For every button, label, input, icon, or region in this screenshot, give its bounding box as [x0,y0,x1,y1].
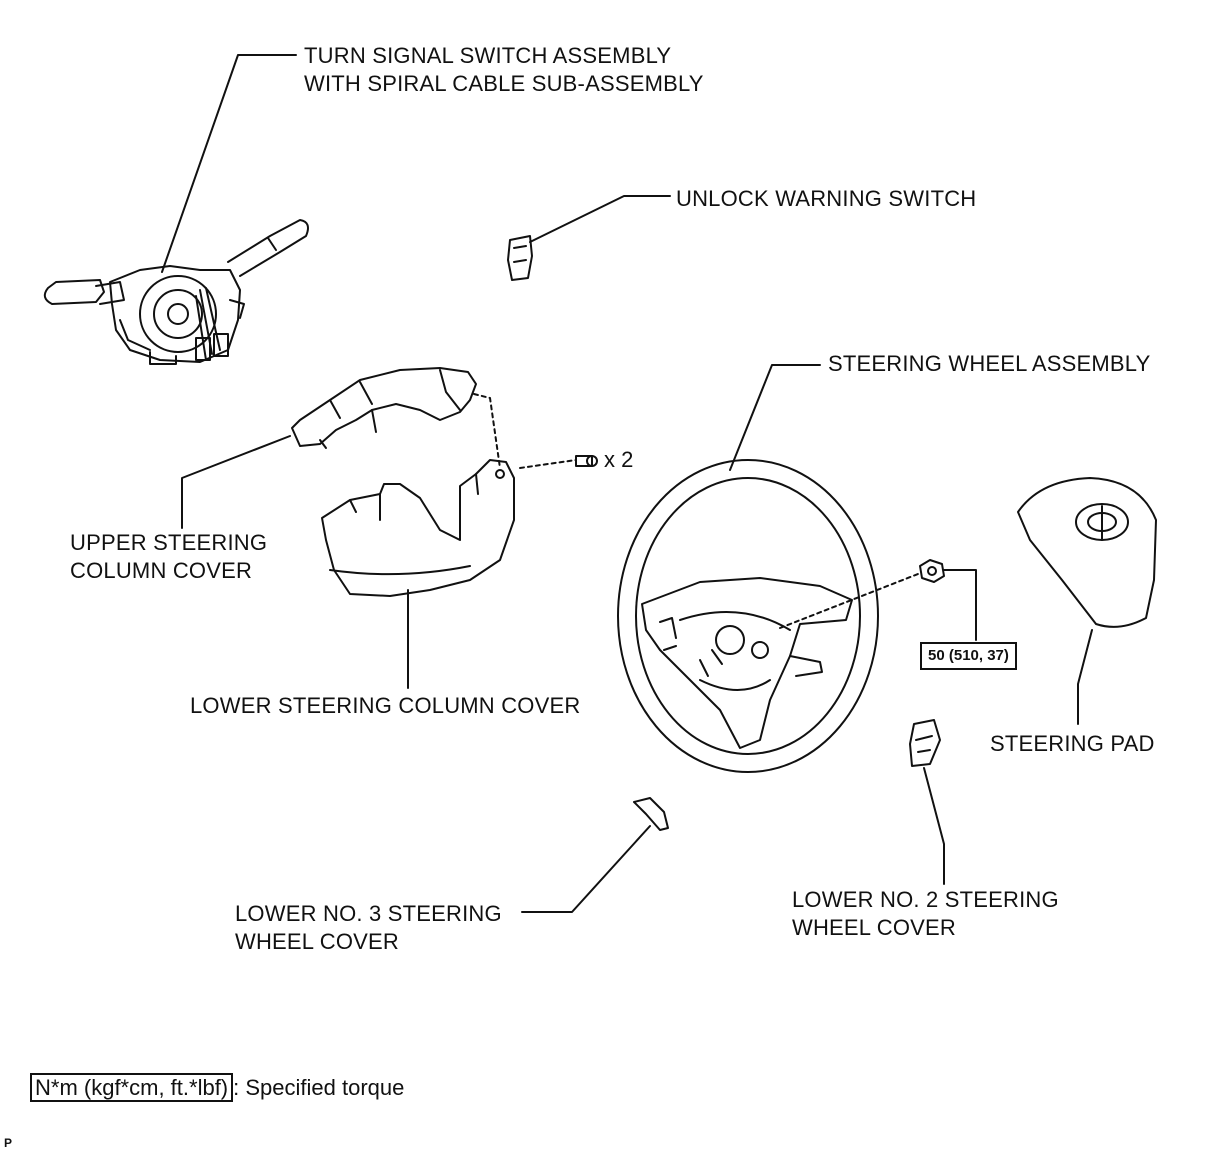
steering-wheel-drawing [617,459,879,773]
turn-signal-switch-drawing [43,219,309,365]
upper-column-cover-drawing [291,367,477,449]
label-screw-quantity: x 2 [604,447,634,472]
unlock-warning-switch-drawing [507,235,533,281]
label-upper-cover-line1: UPPER STEERING [70,530,268,555]
lower-column-cover-drawing [321,459,515,597]
lower-no3-cover-drawing [633,797,669,831]
leader-nut [943,569,977,641]
label-lower-column-cover: LOWER STEERING COLUMN COVER [190,693,581,718]
leader-steering-pad [1077,629,1093,725]
leader-lower-no2 [923,767,945,885]
leader-turn-signal [161,54,297,273]
label-upper-column-cover: UPPER STEERING COLUMN COVER [70,529,267,585]
label-turn-signal-line1: TURN SIGNAL SWITCH ASSEMBLY [304,43,672,68]
alignment-line-cover [473,393,501,469]
steering-pad-drawing [1017,477,1157,628]
leader-lower-no3 [521,825,651,913]
leader-steering-wheel [729,364,821,471]
label-lower-no2-cover: LOWER NO. 2 STEERING WHEEL COVER [792,886,1059,942]
label-lower-no3-cover: LOWER NO. 3 STEERING WHEEL COVER [235,900,502,956]
legend-unit-box: N*m (kgf*cm, ft.*lbf) [30,1073,234,1102]
label-lower-no3-line1: LOWER NO. 3 STEERING [235,901,502,926]
label-unlock-warning-switch: UNLOCK WARNING SWITCH [676,186,977,211]
torque-value-box: 50 (510, 37) [920,642,1017,670]
nut-drawing [919,559,945,583]
label-steering-pad: STEERING PAD [990,731,1155,756]
lower-no2-cover-drawing [909,719,941,767]
label-lower-no2-line1: LOWER NO. 2 STEERING [792,887,1059,912]
leader-unlock-warning [529,195,671,243]
screw-drawing [519,455,598,469]
label-turn-signal-line2: WITH SPIRAL CABLE SUB-ASSEMBLY [304,71,704,96]
leader-upper-cover [181,435,291,529]
torque-legend: N*m (kgf*cm, ft.*lbf): Specified torque [30,1073,405,1102]
label-steering-wheel-assembly: STEERING WHEEL ASSEMBLY [828,351,1151,376]
legend-description: : Specified torque [233,1075,405,1100]
label-lower-no2-line2: WHEEL COVER [792,915,956,940]
alignment-line-nut [779,573,919,629]
label-lower-no3-line2: WHEEL COVER [235,929,399,954]
label-upper-cover-line2: COLUMN COVER [70,558,253,583]
label-turn-signal-switch: TURN SIGNAL SWITCH ASSEMBLY WITH SPIRAL … [304,42,704,98]
footer-mark: P [4,1136,13,1150]
